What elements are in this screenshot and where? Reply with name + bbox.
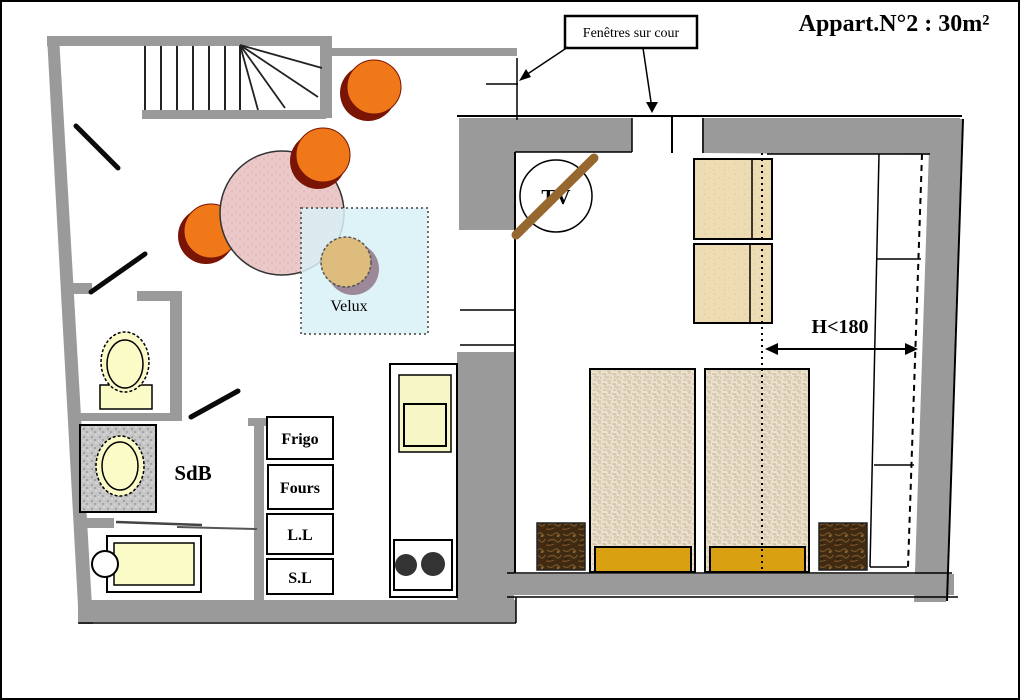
wardrobe-unit <box>693 158 773 240</box>
door-swing-hall <box>88 251 148 295</box>
nightstands <box>536 522 868 571</box>
shower-partition-lines <box>176 526 258 530</box>
passage-threshold <box>460 309 514 346</box>
toilet-bowl-inner <box>106 339 144 389</box>
bathtub-faucet <box>91 550 119 578</box>
stair-risers <box>144 46 241 110</box>
chair-top <box>340 59 402 121</box>
stairs <box>144 44 323 111</box>
chair-right <box>290 127 351 189</box>
appliance-box-sl <box>266 558 334 595</box>
tv-zone: TV <box>511 153 599 240</box>
accent-chair-seat <box>320 236 372 288</box>
tv-slash-line <box>511 153 599 240</box>
chair-seat <box>346 59 402 115</box>
door-swing-bathroom <box>188 388 241 420</box>
chair-seat <box>295 127 351 183</box>
bed-footboard <box>709 546 806 573</box>
wall-stair-bottom <box>142 110 326 119</box>
kitchen-sink-inner <box>403 403 447 447</box>
closet-front-line <box>869 153 880 568</box>
bed-mattress <box>589 368 696 573</box>
wall-bottom-left-section <box>78 600 516 622</box>
dimension-h180: H<180 <box>761 153 918 573</box>
bathroom-sink <box>79 424 157 513</box>
appliance-label-frigo: Frigo <box>281 431 318 448</box>
wardrobes <box>693 158 773 324</box>
walls <box>47 36 962 624</box>
dimension-arrowhead-left <box>765 343 778 355</box>
appliance-labels: Frigo Fours L.L S.L <box>280 431 320 587</box>
callout-arrow-right <box>642 47 652 103</box>
callout-arrowhead-left <box>519 69 531 81</box>
wardrobe-unit <box>693 243 773 324</box>
appliance-label-fours: Fours <box>280 480 320 497</box>
wall-bedroom-left-lower <box>457 352 514 602</box>
chair-under-skylight <box>320 236 379 295</box>
wall-stub-hall <box>70 283 92 294</box>
stove-burner <box>395 554 417 576</box>
wall-left-outer <box>47 36 93 624</box>
appliance-boxes <box>266 416 334 595</box>
appliance-box-ll <box>266 513 334 555</box>
wall-wc-right <box>170 291 182 421</box>
closet-shelf-dividers <box>874 258 921 466</box>
bathroom-label: SdB <box>174 461 211 485</box>
wall-top-left-section <box>47 36 332 46</box>
wall-kitchen-vertical <box>254 418 264 602</box>
bathtub <box>91 520 258 593</box>
sink-basin-inner <box>101 441 139 491</box>
callout-arrow-left <box>525 46 569 76</box>
appliance-box-frigo <box>266 416 334 460</box>
door-swing-entry <box>73 123 121 171</box>
wall-top-thin <box>331 48 517 56</box>
wall-bedroom-top-right <box>702 118 960 155</box>
bed-footboard <box>594 546 692 573</box>
callout-arrowhead-right <box>646 102 658 113</box>
bed-mattress <box>704 368 810 573</box>
wall-bedroom-bottom <box>507 574 954 595</box>
bathtub-inner <box>113 542 195 586</box>
closet-shelves <box>767 153 930 568</box>
stove-burner <box>421 552 445 576</box>
shower-partition-lines <box>115 520 203 527</box>
appliance-box-fours <box>267 464 334 510</box>
callout-box <box>563 14 699 50</box>
appliance-label-ll: L.L <box>287 527 312 544</box>
kitchen-counter <box>389 363 458 598</box>
wall-wc-bottom <box>78 413 182 421</box>
door-swings <box>73 123 241 420</box>
dimension-label: H<180 <box>812 316 869 338</box>
skylight-label: Velux <box>330 298 367 315</box>
window-callout: Fenêtres sur cour <box>486 14 699 113</box>
appliance-label-sl: S.L <box>288 570 312 587</box>
dimension-arrowhead-right <box>905 343 918 355</box>
beds <box>589 368 810 573</box>
right-wall-outline <box>946 118 964 602</box>
wall-shower-stub <box>80 518 114 528</box>
wall-wc-top <box>137 291 170 301</box>
wall-bedroom-corner <box>459 118 515 230</box>
closet-back-dashed <box>907 153 923 568</box>
stair-winders <box>239 44 323 111</box>
nightstand <box>818 522 868 571</box>
callout-label: Fenêtres sur cour <box>583 26 680 41</box>
wardrobe-door-lines <box>749 159 753 323</box>
page-title: Appart.N°2 : 30m² <box>799 11 990 37</box>
wall-stair-right <box>320 36 332 118</box>
toilet <box>99 331 153 410</box>
bedroom-wall-bottom-edge <box>78 596 958 624</box>
nightstand <box>536 522 586 571</box>
